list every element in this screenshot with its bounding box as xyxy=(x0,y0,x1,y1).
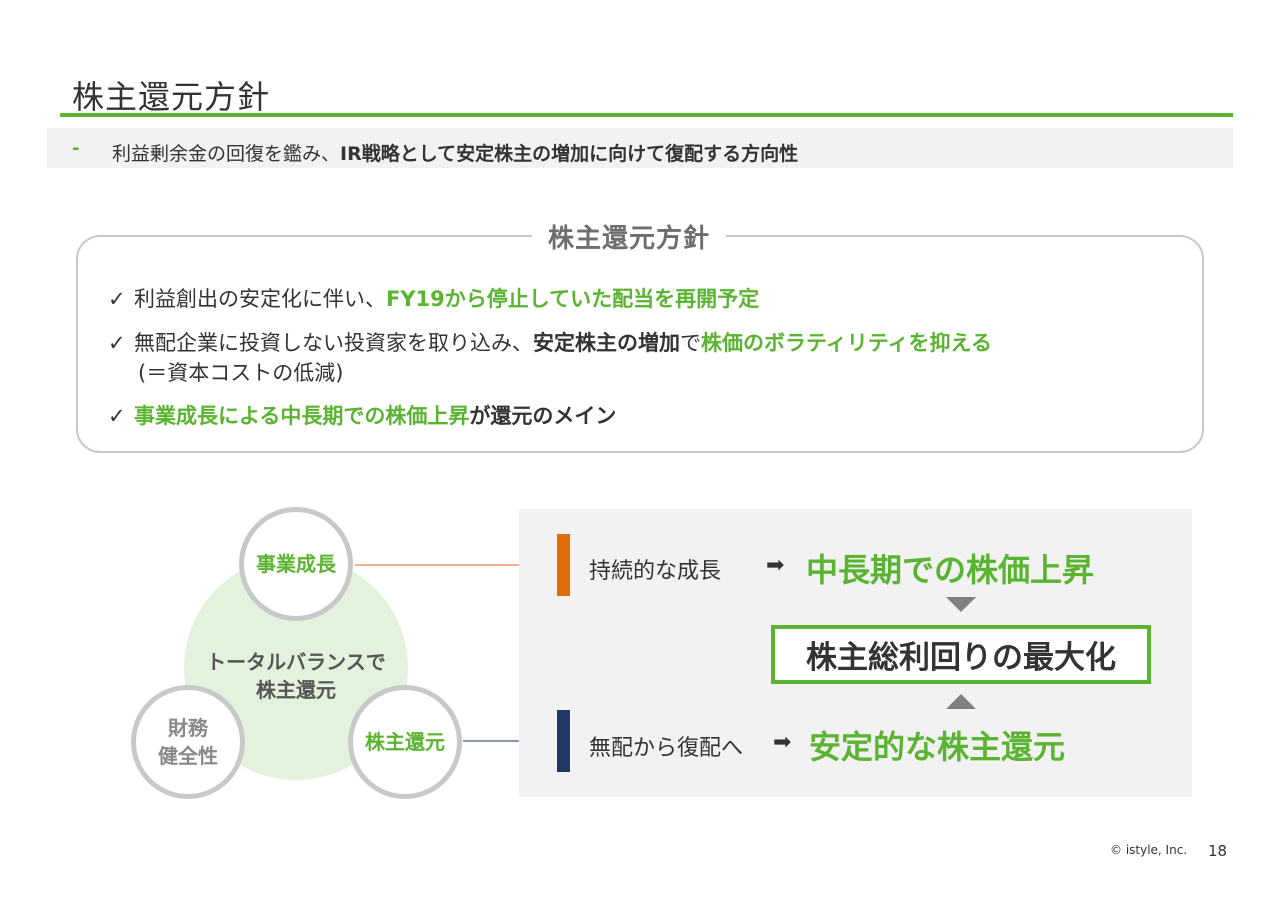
business-growth-label: 事業成長 xyxy=(256,552,336,576)
copyright-text: © istyle, Inc. xyxy=(1110,843,1188,857)
page-number: 18 xyxy=(1208,842,1228,860)
check-icon: ✓ xyxy=(108,404,126,428)
subtitle-dash: - xyxy=(72,138,80,159)
bullet-2-text: 無配企業に投資しない投資家を取り込み、 xyxy=(134,331,533,355)
page-title: 株主還元方針 xyxy=(72,78,271,116)
check-icon: ✓ xyxy=(108,331,126,355)
total-balance-line2: 株主還元 xyxy=(256,678,336,702)
policy-bullet-2: ✓ 無配企業に投資しない投資家を取り込み、安定株主の増加で株価のボラティリティを抑… xyxy=(108,327,992,357)
bullet-3-highlight: 事業成長による中長期での株価上昇 xyxy=(134,404,470,428)
bullet-1-text: 利益創出の安定化に伴い、 xyxy=(134,287,386,311)
subtitle-bold: IR戦略として安定株主の増加に向けて復配する方向性 xyxy=(340,143,799,165)
subtitle-bar xyxy=(47,128,1233,168)
bullet-2-connector: で xyxy=(680,331,701,355)
right-arrow-icon: ➡ xyxy=(766,553,785,578)
policy-bullet-2-line2: (＝資本コストの低減) xyxy=(138,361,344,385)
bullet-1-highlight: FY19から停止していた配当を再開予定 xyxy=(386,287,760,311)
subtitle-normal: 利益剰余金の回復を鑑み、 xyxy=(112,143,341,165)
policy-bullet-1: ✓ 利益創出の安定化に伴い、FY19から停止していた配当を再開予定 xyxy=(108,283,759,313)
bullet-3-bold: が還元のメイン xyxy=(469,404,617,428)
navy-marker xyxy=(557,710,570,772)
tsr-maximization-box: 株主総利回りの最大化 xyxy=(771,625,1151,684)
resume-dividend-label: 無配から復配へ xyxy=(589,736,744,761)
check-icon: ✓ xyxy=(108,287,126,311)
total-balance-text: トータルバランスで 株主還元 xyxy=(184,648,408,704)
business-growth-circle: 事業成長 xyxy=(239,507,353,621)
right-arrow-icon: ➡ xyxy=(773,730,792,755)
financial-health-line2: 健全性 xyxy=(158,744,218,768)
financial-health-circle: 財務健全性 xyxy=(131,685,245,799)
financial-health-line1: 財務 xyxy=(168,716,208,740)
title-underline xyxy=(60,113,1233,117)
total-balance-line1: トータルバランスで xyxy=(206,650,386,674)
stable-return-text: 安定的な株主還元 xyxy=(809,728,1066,766)
subtitle-text: 利益剰余金の回復を鑑み、IR戦略として安定株主の増加に向けて復配する方向性 xyxy=(112,139,798,166)
triangle-down-icon xyxy=(946,597,976,612)
tsr-maximization-label: 株主総利回りの最大化 xyxy=(806,640,1116,676)
policy-box xyxy=(76,235,1204,453)
bullet-2-highlight: 株価のボラティリティを抑える xyxy=(701,331,992,355)
stock-price-rise-text: 中長期での株価上昇 xyxy=(806,551,1095,589)
bullet-2-bold: 安定株主の増加 xyxy=(533,331,680,355)
policy-bullet-3: ✓ 事業成長による中長期での株価上昇が還元のメイン xyxy=(108,400,616,430)
triangle-up-icon xyxy=(946,694,976,709)
shareholder-return-circle: 株主還元 xyxy=(348,685,462,799)
orange-marker xyxy=(557,534,570,596)
policy-heading: 株主還元方針 xyxy=(532,218,727,255)
sustainable-growth-label: 持続的な成長 xyxy=(589,559,722,584)
shareholder-return-label: 株主還元 xyxy=(365,730,445,754)
